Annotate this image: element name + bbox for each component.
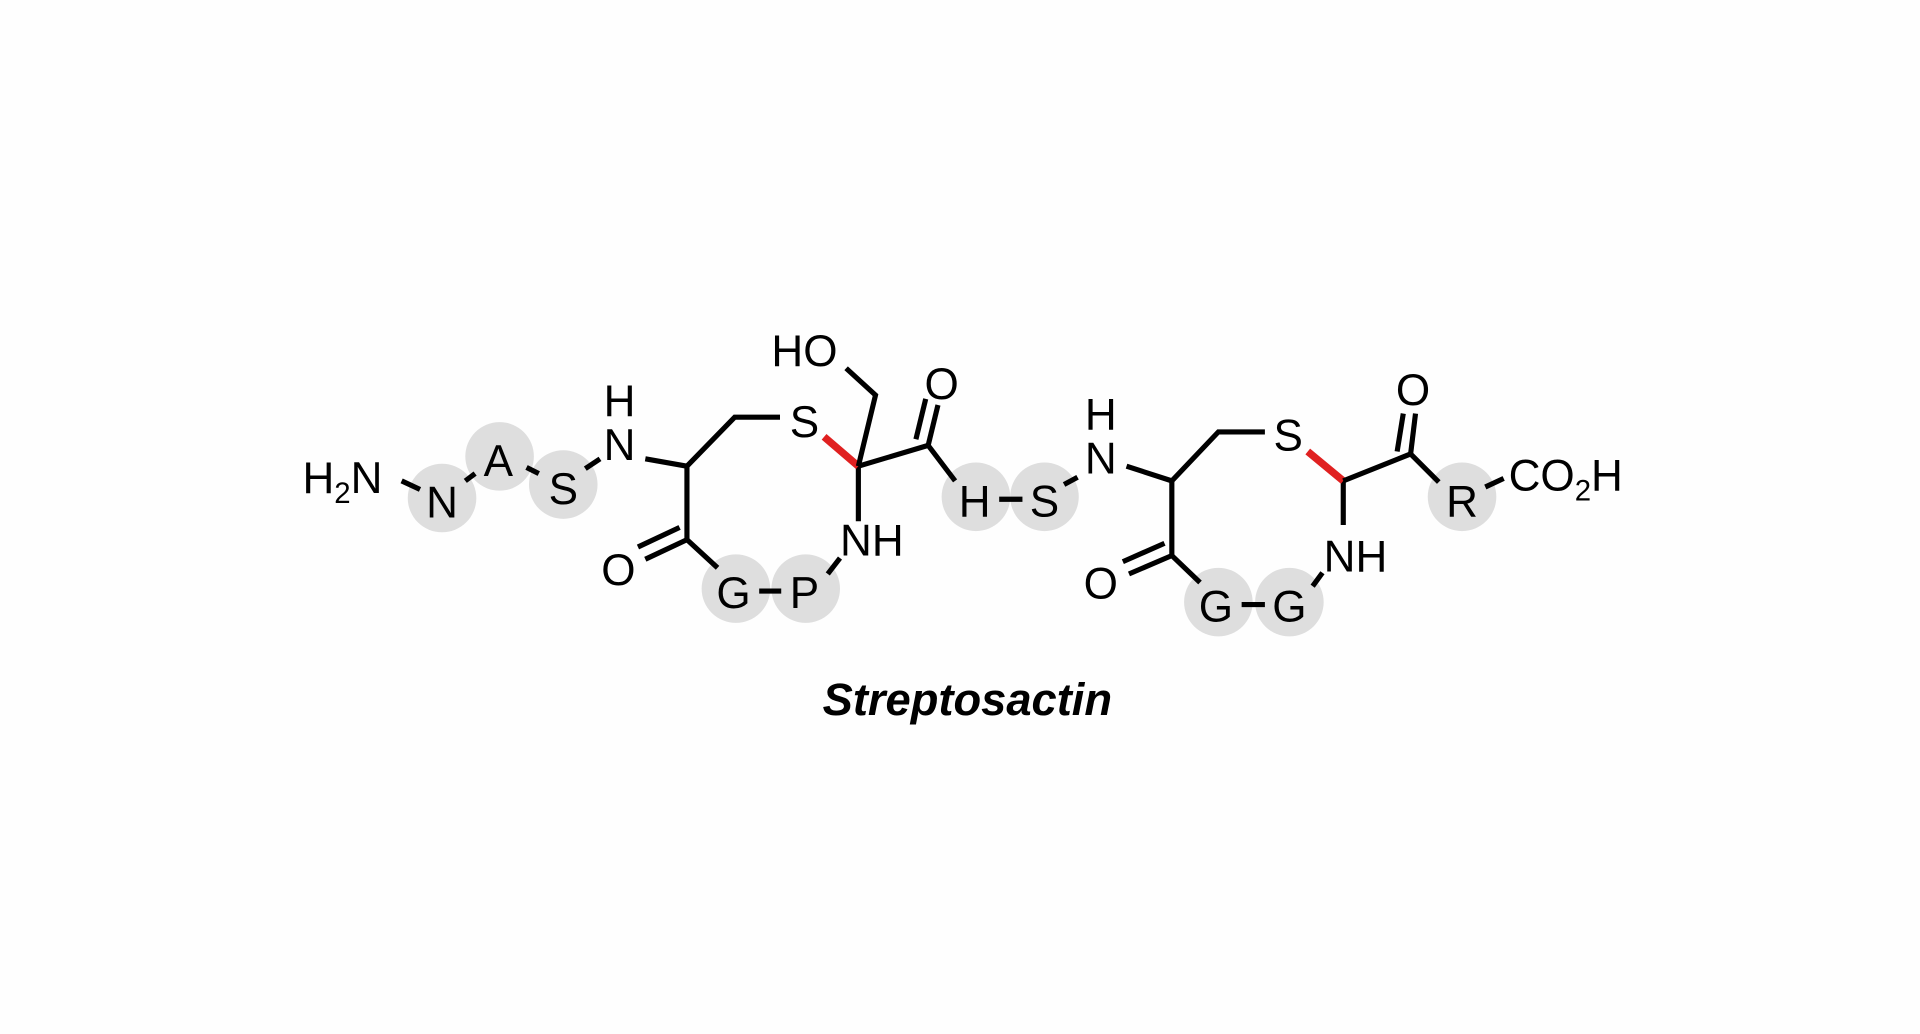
svg-text:G: G xyxy=(716,569,750,618)
svg-text:H: H xyxy=(959,477,991,526)
svg-text:H: H xyxy=(1085,390,1117,439)
svg-text:G: G xyxy=(1272,583,1306,632)
svg-text:NH: NH xyxy=(840,517,904,566)
svg-text:S: S xyxy=(790,398,819,447)
svg-text:S: S xyxy=(1030,477,1059,526)
svg-text:N: N xyxy=(426,479,458,528)
svg-text:NH: NH xyxy=(1324,532,1388,581)
atom-labels: H2N N A S H N S HO O O G P NH H S H N S … xyxy=(302,327,1622,632)
svg-text:H2N: H2N xyxy=(302,454,382,510)
bonds xyxy=(400,366,1505,608)
svg-text:G: G xyxy=(1199,583,1233,632)
svg-text:N: N xyxy=(604,421,636,470)
residue-highlights xyxy=(407,422,1497,637)
svg-text:P: P xyxy=(790,569,819,618)
svg-text:A: A xyxy=(484,437,514,486)
svg-text:O: O xyxy=(601,546,635,595)
svg-text:S: S xyxy=(549,465,578,514)
compound-title: Streptosactin xyxy=(823,674,1112,725)
svg-text:O: O xyxy=(1396,366,1430,415)
svg-text:O: O xyxy=(1084,559,1118,608)
svg-text:H: H xyxy=(604,377,636,426)
svg-text:O: O xyxy=(924,360,958,409)
svg-text:HO: HO xyxy=(771,327,837,376)
svg-text:N: N xyxy=(1085,435,1117,484)
svg-text:R: R xyxy=(1446,477,1478,526)
svg-text:CO2H: CO2H xyxy=(1509,452,1623,508)
svg-text:S: S xyxy=(1273,411,1302,460)
